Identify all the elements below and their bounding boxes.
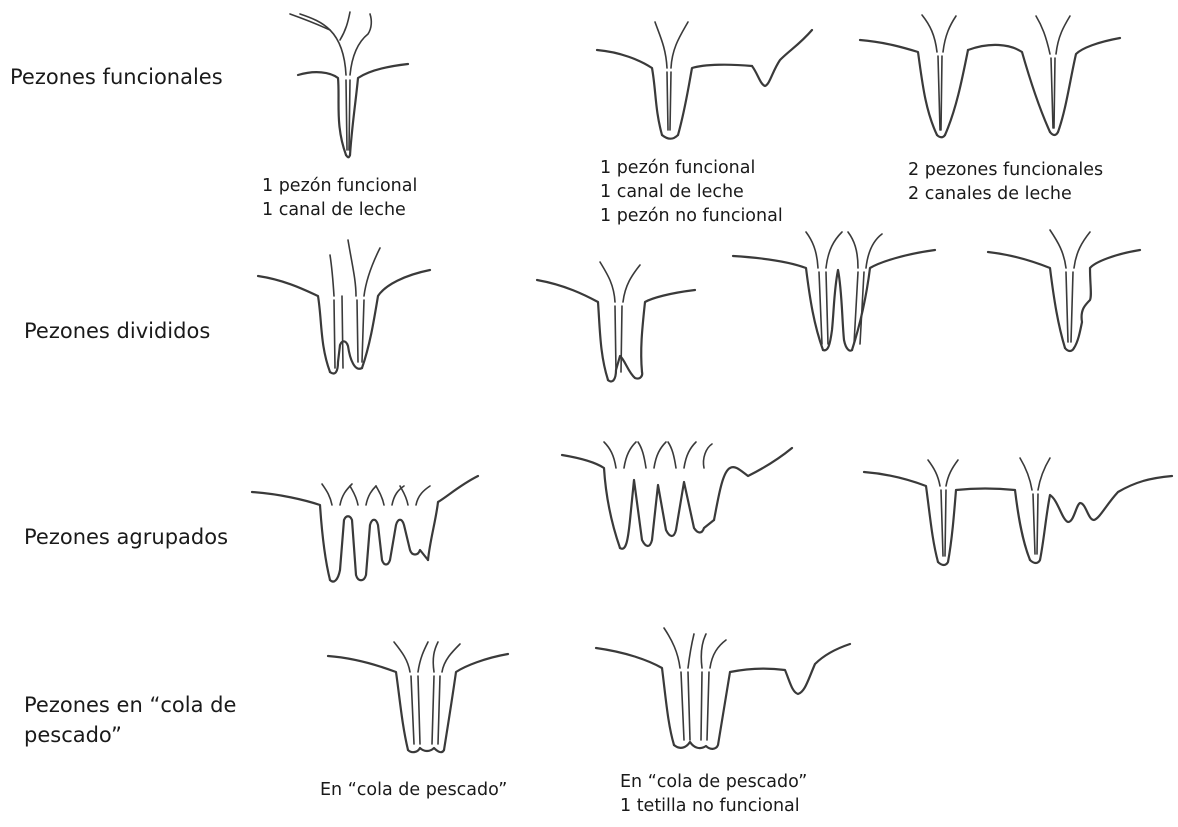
caption-line: 2 canales de leche — [908, 184, 1072, 204]
drawing-grouped-teats-1 — [250, 474, 480, 583]
caption-line: 1 canal de leche — [262, 200, 406, 220]
row-label-funcionales: Pezones funcionales — [10, 65, 223, 89]
row-label-cola-line1: Pezones en “cola de — [24, 693, 237, 717]
drawing-grouped-teats-2 — [560, 441, 794, 550]
row-label-agrupados: Pezones agrupados — [24, 525, 229, 549]
drawing-fishtail-with-nonfunctional-teat — [594, 627, 852, 750]
caption-line: En “cola de pescado” — [620, 772, 808, 792]
drawing-two-functional-teats — [858, 14, 1122, 139]
caption-single-functional: 1 pezón funcional 1 canal de leche — [262, 174, 417, 222]
drawing-fishtail-teat — [326, 641, 510, 754]
drawing-split-teat-3 — [731, 231, 937, 352]
drawing-functional-and-nonfunctional-teat — [595, 21, 814, 140]
row-label-divididos: Pezones divididos — [24, 319, 211, 343]
caption-line: 1 pezón no funcional — [600, 206, 783, 226]
caption-fishtail: En “cola de pescado” — [320, 778, 507, 802]
caption-two-functional: 2 pezones funcionales 2 canales de leche — [908, 158, 1103, 206]
caption-line: 1 tetilla no funcional — [620, 796, 800, 816]
drawing-single-functional-teat — [289, 11, 410, 159]
caption-line: En “cola de pescado” — [320, 780, 508, 800]
drawing-split-teat-4 — [986, 229, 1142, 353]
drawing-split-teat-1 — [256, 239, 432, 375]
caption-fishtail-nonfunctional: En “cola de pescado” 1 tetilla no funcio… — [620, 770, 807, 818]
row-label-cola-de-pescado: Pezones en “cola de pescado” — [24, 690, 236, 750]
drawing-split-teat-2 — [535, 261, 697, 383]
caption-functional-with-nonfunctional: 1 pezón funcional 1 canal de leche 1 pez… — [600, 156, 783, 228]
caption-line: 1 canal de leche — [600, 182, 744, 202]
caption-line: 1 pezón funcional — [262, 176, 418, 196]
caption-line: 1 pezón funcional — [600, 158, 756, 178]
drawing-grouped-teats-3 — [862, 457, 1174, 567]
caption-line: 2 pezones funcionales — [908, 160, 1104, 180]
row-label-cola-line2: pescado” — [24, 723, 122, 747]
